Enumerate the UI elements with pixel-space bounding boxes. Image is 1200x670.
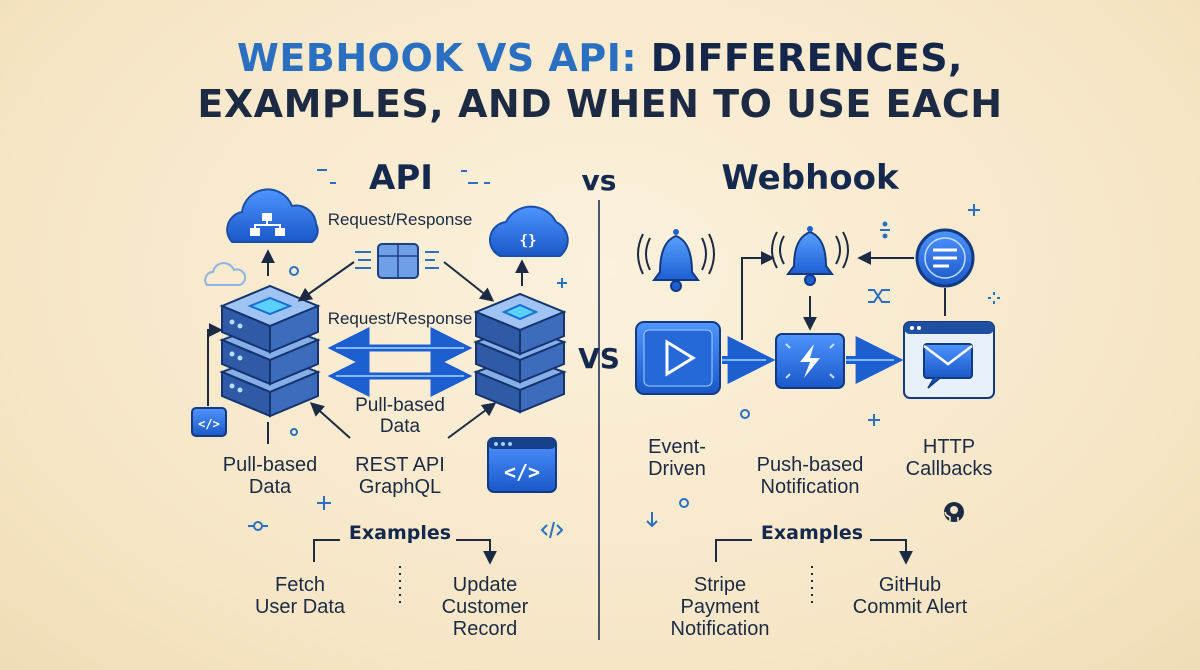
webhook-http-callbacks: HTTP Callbacks [905,436,993,480]
svg-text:</>: </> [504,460,540,484]
email-window-icon [903,321,995,399]
api-protocols: REST API GraphQL [355,454,445,498]
api-examples-heading: Examples [348,522,452,544]
right-server-stack [473,292,567,414]
bell-icon-center [771,226,849,286]
vs-label-mid: VS [578,342,620,375]
api-heading: API [369,158,433,198]
play-video-icon [635,321,721,395]
webhook-examples-heading: Examples [760,522,864,544]
title-rest: DIFFERENCES, [650,36,963,80]
package-icon [355,243,439,279]
decorative-marks-api [248,169,567,539]
lightning-icon [775,333,845,389]
outline-cloud-icon [204,262,247,286]
code-window-icon: </> [487,437,557,493]
svg-text:{}: {} [520,233,537,249]
webhook-thin-arrows [715,251,946,565]
left-server-stack [219,284,321,418]
webhook-heading: Webhook [721,158,899,198]
svg-text:</>: </> [198,417,220,431]
cloud-network-icon [226,188,319,243]
webhook-push-based: Push-based Notification [756,454,864,498]
decorative-marks-webhook [646,204,1000,528]
cloud-code-icon: {} [489,205,569,257]
api-request-response-mid: Request/Response [327,309,473,328]
api-example-fetch-user: Fetch User Data [254,574,346,618]
api-request-response-top: Request/Response [327,210,473,229]
vs-label-top: vs [581,164,617,197]
center-divider [598,200,600,640]
github-icon [944,502,964,522]
webhook-event-driven: Event- Driven [648,436,706,480]
bell-icon-left [637,229,715,292]
api-example-update-customer: Update Customer Record [441,574,529,640]
webhook-example-stripe: Stripe Payment Notification [670,574,770,640]
title-highlight: WEBHOOK VS API: [237,36,638,80]
page-title-line-1: WEBHOOK VS API: DIFFERENCES, [0,36,1200,80]
webhook-example-github: GitHub Commit Alert [852,574,968,618]
code-icon-small: </> [191,407,227,437]
api-flow-arrows [207,249,529,565]
message-bubble-icon [915,228,975,288]
api-pull-based-left: Pull-based Data [222,454,318,498]
bidirectional-arrows [327,327,473,397]
api-pull-based-center: Pull-based Data [355,395,445,437]
page-title-line-2: EXAMPLES, AND WHEN TO USE EACH [197,82,1003,126]
